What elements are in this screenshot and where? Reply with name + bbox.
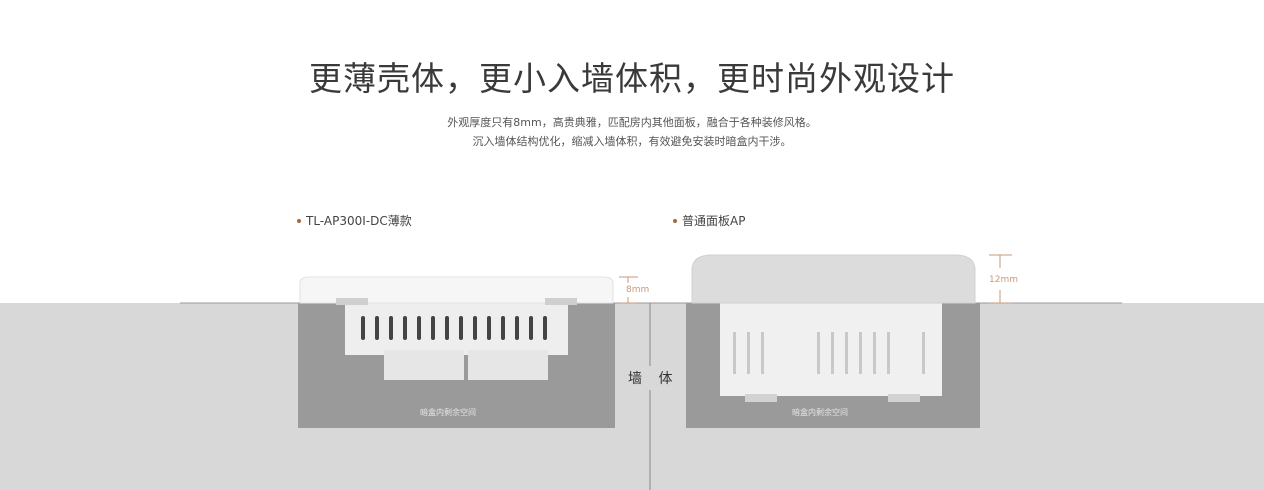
junction-box-standard-text: 暗盒内剩余空间 bbox=[792, 408, 848, 417]
standard-ap-faceplate bbox=[691, 254, 976, 304]
description-line-1: 外观厚度只有8mm，高贵典雅，匹配房内其他面板，融合于各种装修风格。 bbox=[447, 116, 817, 129]
standard-ap-foot-left bbox=[745, 394, 777, 402]
slim-ap-vents bbox=[361, 316, 547, 340]
junction-box-slim-text: 暗盒内剩余空间 bbox=[420, 408, 476, 417]
slim-ap-clip-left bbox=[336, 298, 368, 305]
slim-ap-faceplate bbox=[299, 276, 614, 304]
bullet-dot-icon bbox=[673, 218, 677, 223]
description-line-2: 沉入墙体结构优化，缩减入墙体积，有效避免安装时暗盒内干涉。 bbox=[472, 135, 792, 148]
dimension-8mm-label: 8mm bbox=[626, 285, 650, 295]
dimension-8mm-marker bbox=[619, 276, 638, 304]
product-label-standard-text: 普通面板AP bbox=[682, 214, 746, 228]
slim-ap-connector-right bbox=[468, 350, 548, 380]
dimension-12mm-label: 12mm bbox=[989, 275, 1018, 285]
dimension-12mm-marker bbox=[989, 254, 1012, 304]
wall-area bbox=[0, 303, 1264, 490]
standard-ap-foot-right bbox=[888, 394, 920, 402]
product-label-standard: 普通面板AP bbox=[673, 212, 745, 229]
slim-ap-connector-left bbox=[384, 350, 464, 380]
standard-ap-vents bbox=[733, 332, 925, 374]
slim-ap-clip-right bbox=[545, 298, 577, 305]
bullet-dot-icon bbox=[297, 218, 301, 223]
page-title: 更薄壳体，更小入墙体积，更时尚外观设计 bbox=[309, 59, 955, 98]
product-label-slim: TL-AP300I-DC薄款 bbox=[297, 212, 412, 229]
wall-label: 墙 体 bbox=[628, 366, 679, 390]
product-label-slim-text: TL-AP300I-DC薄款 bbox=[306, 214, 412, 228]
